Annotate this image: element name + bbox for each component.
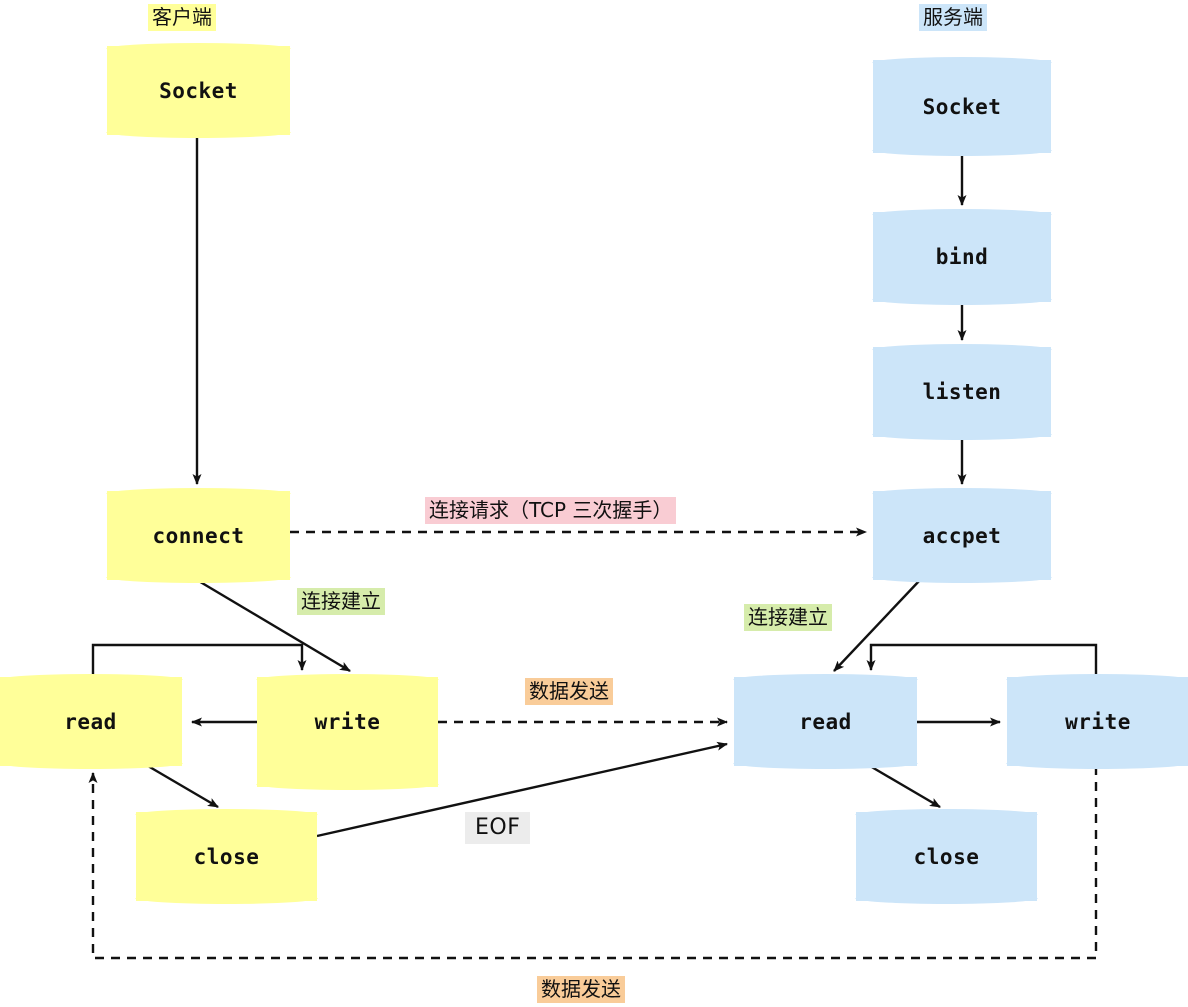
edge-server-write-loop-read <box>866 643 1098 677</box>
node-label: read <box>799 709 852 734</box>
edge-server-accept-to-read <box>833 579 921 672</box>
label-data-send-inbound: 数据发送 <box>537 976 625 1003</box>
node-label: Socket <box>159 78 238 103</box>
node-server-accept[interactable]: accpet <box>872 488 1052 583</box>
node-label: read <box>64 709 117 734</box>
node-client-connect[interactable]: connect <box>106 488 291 583</box>
node-server-listen[interactable]: listen <box>872 344 1052 440</box>
node-server-bind[interactable]: bind <box>872 209 1052 305</box>
edge-server-read-to-close <box>869 764 941 809</box>
node-server-read[interactable]: read <box>733 674 918 769</box>
node-client-close[interactable]: close <box>135 809 318 904</box>
node-label: write <box>314 710 381 734</box>
node-label: write <box>1065 709 1131 734</box>
node-client-write[interactable]: write <box>256 674 439 790</box>
node-label: close <box>913 844 980 869</box>
label-connect-request: 连接请求（TCP 三次握手） <box>425 497 677 524</box>
node-label: bind <box>935 245 989 269</box>
node-label: accpet <box>922 523 1002 548</box>
label-server-title: 服务端 <box>919 4 987 31</box>
node-label: listen <box>922 380 1002 404</box>
label-client-title: 客户端 <box>148 4 216 31</box>
node-client-read[interactable]: read <box>0 674 183 769</box>
node-label: close <box>193 844 260 869</box>
edge-client-read-to-close <box>147 764 219 809</box>
node-label: Socket <box>922 94 1002 119</box>
edge-client-read-loop-write <box>91 643 307 677</box>
node-label: connect <box>152 523 245 548</box>
label-eof: EOF <box>465 812 531 844</box>
node-server-close[interactable]: close <box>855 809 1038 904</box>
label-data-send-outbound: 数据发送 <box>525 678 613 705</box>
node-client-socket[interactable]: Socket <box>106 43 291 138</box>
label-connection-established-client: 连接建立 <box>297 588 385 615</box>
node-server-write[interactable]: write <box>1006 674 1188 769</box>
node-server-socket[interactable]: Socket <box>872 57 1052 156</box>
label-connection-established-server: 连接建立 <box>744 604 832 631</box>
